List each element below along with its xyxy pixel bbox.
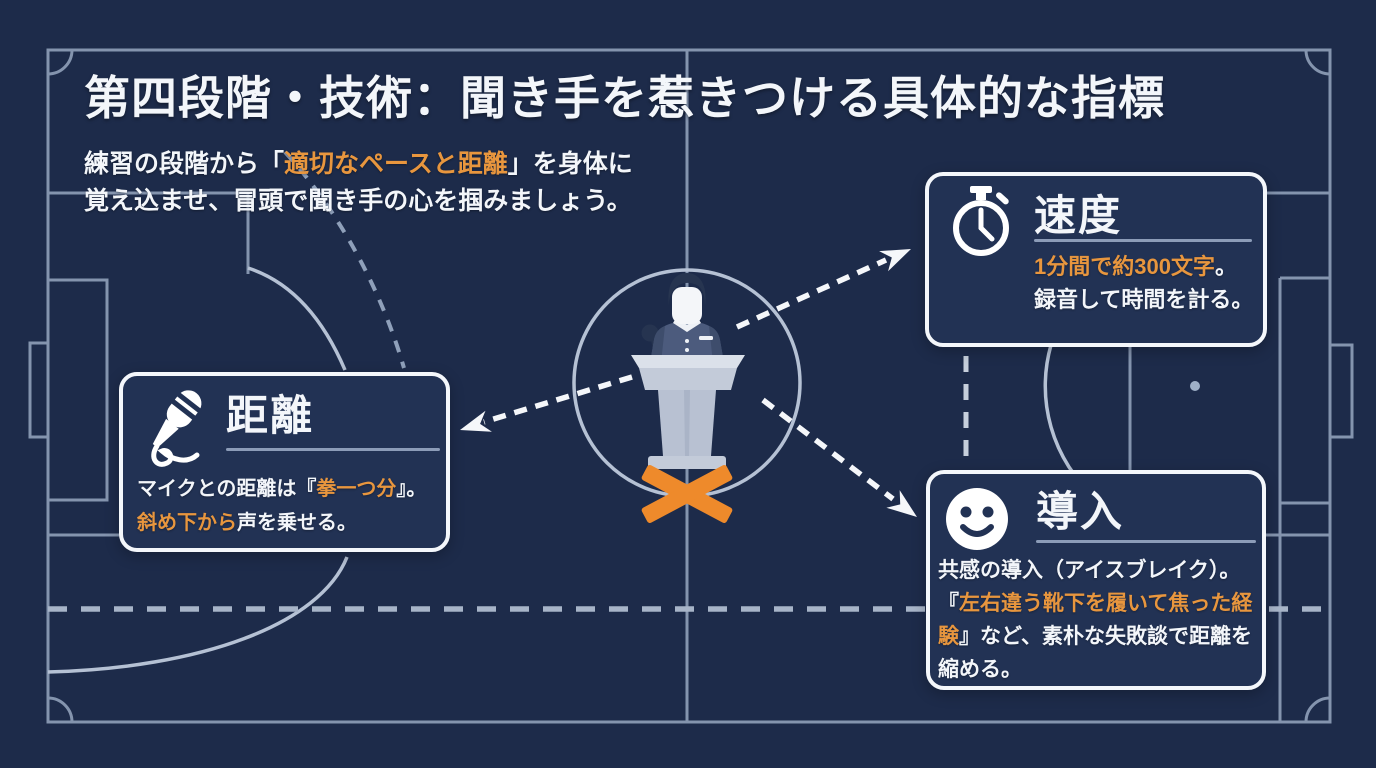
- speed-line1: 1分間で約300文字。: [1034, 250, 1259, 283]
- intro-line1: 共感の導入（アイスブレイク）。: [938, 559, 1241, 582]
- x-marker: [641, 465, 733, 523]
- card-intro-body: 共感の導入（アイスブレイク）。『左右違う靴下を履いて焦った経験』など、素朴な失敗…: [938, 554, 1260, 686]
- card-intro-divider: [1036, 540, 1256, 543]
- arrow-lines: [483, 257, 895, 502]
- speaker-person: [650, 273, 724, 363]
- stopwatch-icon: [943, 184, 1019, 260]
- intro-line2-post: 』など、素朴な失敗談で距離を縮める。: [938, 625, 1252, 681]
- dashed-curve-left: [283, 150, 406, 369]
- smiley-icon: [944, 486, 1010, 552]
- card-distance-heading: 距離: [226, 392, 315, 439]
- subtitle-line2: 覚え込ませ、冒頭で聞き手の心を掴みましょう。: [84, 187, 632, 215]
- distance-line2-highlight: 斜め下から: [137, 512, 237, 534]
- card-intro-heading: 導入: [1036, 488, 1125, 535]
- card-speed-divider: [1034, 239, 1252, 242]
- distance-line2-rest: 声を乗せる。: [237, 512, 357, 534]
- intro-line2-pre: 『: [938, 592, 959, 615]
- distance-line2: 斜め下から声を乗せる。: [137, 506, 443, 540]
- subtitle-post: 」を身体に: [507, 150, 633, 178]
- page-title: 第四段階・技術：聞き手を惹きつける具体的な指標: [84, 72, 1165, 124]
- subtitle-highlight: 適切なペースと距離: [284, 150, 508, 178]
- arrow-heads: [460, 249, 917, 517]
- page-subtitle: 練習の段階から「適切なペースと距離」を身体に 覚え込ませ、冒頭で聞き手の心を掴み…: [84, 146, 704, 220]
- distance-line1-highlight: 拳一つ分: [316, 478, 397, 500]
- intro-line2-highlight: 左右違う靴下を履いて焦った経験: [938, 592, 1253, 648]
- penalty-spot: [1190, 381, 1200, 391]
- card-speed: 速度 1分間で約300文字。 録音して時間を計る。: [925, 172, 1267, 347]
- card-distance: 距離 マイクとの距離は『拳一つ分』。 斜め下から声を乗せる。: [119, 372, 450, 552]
- speed-line1-rest: 。: [1214, 254, 1237, 279]
- card-distance-divider: [226, 448, 440, 451]
- podium: [631, 355, 745, 469]
- card-distance-body: マイクとの距離は『拳一つ分』。 斜め下から声を乗せる。: [137, 472, 443, 540]
- card-speed-body: 1分間で約300文字。 録音して時間を計る。: [1034, 250, 1259, 316]
- speed-line1-highlight: 1分間で約300文字: [1034, 254, 1215, 279]
- subtitle-pre: 練習の段階から「: [84, 150, 285, 178]
- distance-line1-pre: マイクとの距離は『: [137, 478, 317, 500]
- distance-line1-post: 』。: [396, 478, 427, 500]
- arrow-to-distance: [483, 374, 633, 425]
- distance-line1: マイクとの距離は『拳一つ分』。: [137, 472, 443, 506]
- card-speed-heading: 速度: [1034, 192, 1123, 239]
- speed-line2: 録音して時間を計る。: [1034, 287, 1254, 312]
- microphone-icon: [141, 384, 213, 472]
- arrow-to-intro: [761, 397, 895, 502]
- speaker-figure: [631, 273, 745, 523]
- arrow-to-speed: [735, 257, 888, 330]
- card-intro: 導入 共感の導入（アイスブレイク）。『左右違う靴下を履いて焦った経験』など、素朴…: [926, 470, 1266, 690]
